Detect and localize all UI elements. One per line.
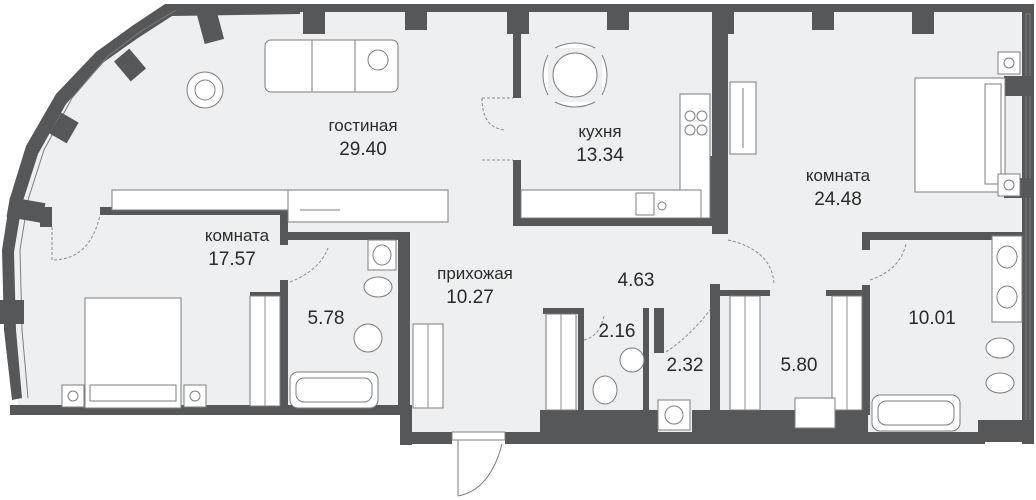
hall-name: прихожая [437, 264, 513, 283]
column [6, 197, 46, 223]
wall [712, 12, 728, 234]
kitchen-wall [513, 160, 521, 226]
kitchen-name: кухня [578, 122, 621, 141]
column [912, 4, 934, 34]
living-room-name: гостиная [328, 116, 397, 135]
exterior-wall-bottom [400, 432, 452, 444]
bathroom-left-area: 5.78 [308, 308, 345, 329]
closet-area: 5.80 [781, 355, 818, 376]
bedroom-right-name: комната [806, 166, 871, 185]
kitchen-wall [513, 12, 521, 98]
bathtub [871, 394, 961, 432]
door-swing [481, 97, 513, 161]
wall [710, 284, 720, 414]
chair [601, 54, 608, 96]
column [303, 4, 325, 34]
wall [643, 308, 649, 410]
door-swing [665, 309, 711, 353]
nightstand [997, 173, 1021, 197]
entrance-door-frame [451, 431, 506, 441]
kitchen-area: 13.34 [576, 145, 624, 166]
washbasin [353, 323, 383, 353]
door-swing [727, 239, 775, 285]
column [1004, 76, 1034, 96]
toilet [592, 375, 618, 405]
exterior-wall-step [540, 410, 658, 438]
wall [280, 207, 288, 245]
dining-table [552, 52, 598, 98]
wall [250, 292, 286, 298]
door-swing [289, 247, 329, 283]
toilet [985, 372, 1015, 394]
column [978, 420, 1034, 442]
living-room-area: 29.40 [339, 139, 387, 160]
column [607, 4, 629, 30]
kitchen-sink [635, 192, 655, 216]
bedroom-right-area: 24.48 [814, 189, 862, 210]
door-swing [583, 315, 605, 341]
wc-area: 2.16 [599, 321, 636, 342]
double-bed [84, 297, 182, 409]
bathtub [289, 371, 379, 409]
column [195, 5, 225, 45]
nightstand [183, 384, 207, 408]
entrance-door-swing [457, 440, 503, 497]
toilet [363, 276, 393, 298]
laundry-area: 2.32 [667, 355, 704, 376]
exterior-wall-step [692, 410, 868, 438]
wall [862, 232, 870, 250]
exterior-wall-bottom-left [10, 405, 410, 415]
sofa [264, 39, 399, 93]
bedroom-left-area: 17.57 [208, 249, 256, 270]
kitchen-counter-bottom [520, 189, 702, 219]
cushion [367, 49, 389, 71]
double-sink [991, 235, 1023, 323]
column [0, 300, 24, 324]
wall [826, 290, 866, 296]
column [49, 112, 79, 144]
wall [40, 207, 52, 227]
wardrobe-hatched [249, 295, 863, 429]
column [113, 48, 147, 82]
wall [578, 308, 584, 410]
chair [554, 101, 596, 108]
kitchen-wall [513, 218, 703, 226]
nightstand [61, 384, 85, 408]
tv-stand [287, 189, 449, 223]
washbasin [619, 347, 645, 373]
wall [280, 280, 288, 408]
column [405, 4, 427, 30]
wall [862, 285, 870, 415]
exterior-wall-top [300, 4, 1028, 12]
bidet [985, 337, 1015, 359]
door-swing [869, 243, 907, 281]
exterior-wall-right [1022, 4, 1034, 444]
chair [542, 54, 549, 96]
hall-area: 10.27 [446, 287, 494, 308]
wall [720, 290, 770, 296]
bedroom-left-name: комната [205, 226, 270, 245]
door-swing [51, 214, 101, 261]
washing-machine [657, 399, 691, 431]
corridor-area: 4.63 [618, 270, 655, 291]
armchair [186, 71, 224, 109]
nightstand [997, 51, 1021, 75]
column [812, 4, 834, 30]
wall [862, 232, 1022, 240]
chair [554, 42, 596, 49]
double-bed [914, 77, 1006, 193]
wall [100, 207, 288, 215]
wall [654, 308, 664, 353]
wall [398, 232, 410, 410]
wall [288, 232, 410, 240]
wall [543, 308, 583, 314]
bathroom-right-area: 10.01 [908, 308, 956, 329]
